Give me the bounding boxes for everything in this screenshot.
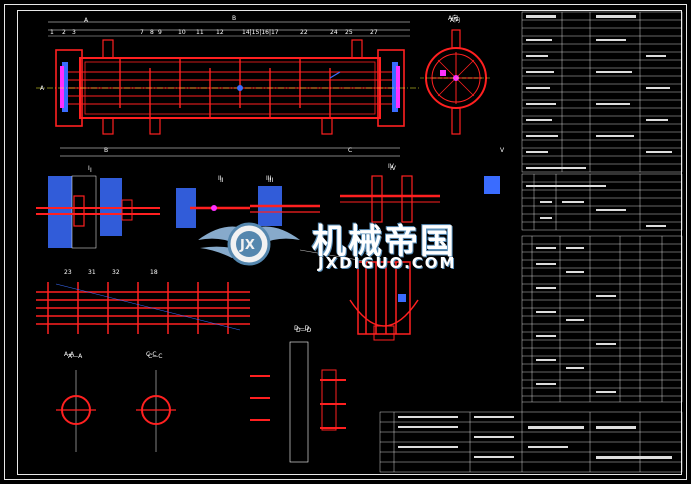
section-views: A—A C—C bbox=[56, 353, 176, 452]
svg-text:D—D: D—D bbox=[296, 327, 312, 334]
title-block bbox=[379, 402, 683, 473]
view-label-a-a: A-A bbox=[64, 351, 75, 358]
svg-text:27: 27 bbox=[370, 29, 378, 36]
svg-text:18: 18 bbox=[150, 269, 158, 276]
svg-text:A: A bbox=[40, 85, 45, 92]
svg-text:12: 12 bbox=[216, 29, 224, 36]
detail-iii: III bbox=[250, 177, 320, 226]
svg-text:11: 11 bbox=[196, 29, 204, 36]
view-label-i: I bbox=[88, 165, 90, 172]
svg-text:9: 9 bbox=[158, 29, 162, 36]
svg-text:A向: A向 bbox=[450, 16, 460, 24]
view-label-v: V bbox=[500, 147, 505, 154]
svg-text:B: B bbox=[232, 15, 236, 22]
inner-drawing-border bbox=[17, 10, 682, 475]
svg-text:2: 2 bbox=[62, 29, 66, 36]
watermark-brand-en: JXDIGUO.COM bbox=[318, 254, 457, 272]
svg-text:A: A bbox=[84, 17, 89, 24]
flange-detail-view bbox=[299, 249, 419, 341]
detail-i: I bbox=[36, 167, 160, 249]
svg-text:24: 24 bbox=[330, 29, 338, 36]
svg-text:22: 22 bbox=[300, 29, 308, 36]
svg-text:8: 8 bbox=[150, 29, 154, 36]
view-label-a-direction: A向 bbox=[448, 15, 459, 22]
watermark-brand-cn: 机械帝国 bbox=[312, 222, 456, 262]
end-view-a: A向 bbox=[420, 16, 492, 135]
parts-list-table bbox=[521, 235, 683, 403]
detail-iv: IV bbox=[340, 165, 500, 223]
svg-text:II: II bbox=[220, 177, 224, 184]
view-label-ii: II bbox=[218, 175, 222, 182]
view-label-iv: IV bbox=[388, 163, 394, 170]
spec-table bbox=[521, 11, 683, 173]
view-label-d-d: D—D bbox=[294, 325, 310, 332]
svg-text:I: I bbox=[90, 167, 92, 174]
svg-text:C—C: C—C bbox=[148, 353, 162, 360]
svg-text:10: 10 bbox=[178, 29, 186, 36]
svg-text:7: 7 bbox=[140, 29, 144, 36]
svg-text:A—A: A—A bbox=[68, 353, 83, 360]
tube-bundle-view: 23 31 32 18 bbox=[36, 269, 250, 334]
watermark-logo: JX bbox=[198, 222, 300, 266]
svg-text:14|15|16|17: 14|15|16|17 bbox=[242, 29, 279, 36]
svg-text:31: 31 bbox=[88, 269, 96, 276]
svg-text:3: 3 bbox=[72, 29, 76, 36]
svg-text:B: B bbox=[104, 147, 108, 154]
svg-text:IV: IV bbox=[390, 165, 397, 172]
svg-text:32: 32 bbox=[112, 269, 120, 276]
svg-text:1: 1 bbox=[50, 29, 54, 36]
nozzle-table bbox=[521, 173, 683, 231]
view-label-c-c: C-C bbox=[146, 351, 157, 358]
section-d-view: D—D bbox=[250, 327, 346, 463]
svg-text:C: C bbox=[348, 147, 352, 154]
view-label-iii: III bbox=[266, 175, 272, 182]
svg-text:23: 23 bbox=[64, 269, 72, 276]
drawing-border bbox=[4, 4, 687, 480]
detail-ii: II bbox=[176, 177, 250, 228]
table-text-marks bbox=[398, 15, 672, 459]
svg-text:25: 25 bbox=[345, 29, 353, 36]
logo-text: JX bbox=[239, 238, 255, 253]
svg-text:III: III bbox=[268, 177, 274, 184]
